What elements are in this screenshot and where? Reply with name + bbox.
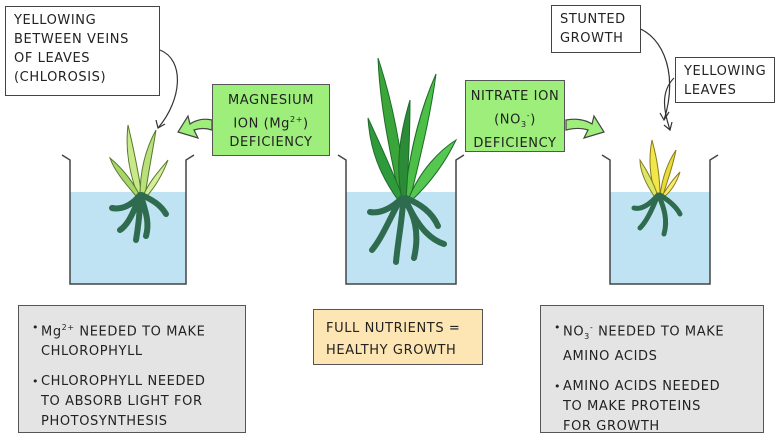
left-block-arrow [177,114,213,139]
no3-box-line-1: NITRATE ION [470,89,560,104]
right-beaker-water [610,192,710,284]
right-beaker [601,154,719,285]
stunted-growth-label: STUNTED GROWTH [551,5,641,53]
left-plant-leaves [108,124,169,197]
yellow-leaves-line-2: LEAVES [684,83,737,98]
no3-info-bullet-2: AMINO ACIDS NEEDED TO MAKE PROTEINS FOR … [554,377,751,437]
full-nutrients-line-2: HEALTHY GROWTH [326,343,457,358]
right-block-arrow [565,114,605,139]
full-nutrients-box: FULL NUTRIENTS = HEALTHY GROWTH [313,309,483,365]
right-plant-leaves [639,139,681,197]
stunted-line-2: GROWTH [560,31,624,46]
yellowing-leaves-label: YELLOWING LEAVES [675,57,775,103]
nitrate-info-box: NO3- NEEDED TO MAKE AMINO ACIDS AMINO AC… [540,305,764,434]
mg-box-line-2: ION (Mg2+) [233,115,309,132]
left-plant-roots [109,192,169,243]
no3-box-line-2: (NO3-) [494,111,536,129]
chlorosis-label: YELLOWING BETWEEN VEINS OF LEAVES (CHLOR… [5,6,160,96]
chlorosis-line-2: BETWEEN VEINS [14,32,129,47]
mg-box-line-1: MAGNESIUM [227,93,315,108]
stunted-line-1: STUNTED [560,12,626,27]
mg-info-bullet-2: CHLOROPHYLL NEEDED TO ABSORB LIGHT FOR P… [32,372,233,432]
chlorosis-line-1: YELLOWING [14,13,97,28]
full-nutrients-line-1: FULL NUTRIENTS = [326,321,461,336]
center-plant-roots [367,195,447,265]
right-plant-roots [631,192,683,237]
chlorosis-line-3: OF LEAVES [14,51,91,66]
magnesium-deficiency-box: MAGNESIUM ION (Mg2+) DEFICIENCY [212,84,330,156]
chlorosis-line-4: (CHLOROSIS) [14,70,107,85]
no3-info-bullet-1: NO3- NEEDED TO MAKE AMINO ACIDS [554,318,751,367]
mg-info-bullet-1: Mg2+ NEEDED TO MAKE CHLOROPHYLL [32,318,233,362]
magnesium-info-box: Mg2+ NEEDED TO MAKE CHLOROPHYLL CHLOROPH… [18,305,246,433]
yellow-leaves-line-1: YELLOWING [684,64,767,79]
nitrate-deficiency-box: NITRATE ION (NO3-) DEFICIENCY [465,80,565,152]
no3-box-line-3: DEFICIENCY [473,135,557,151]
center-plant-leaves [367,57,458,201]
mg-box-line-3: DEFICIENCY [229,135,313,151]
